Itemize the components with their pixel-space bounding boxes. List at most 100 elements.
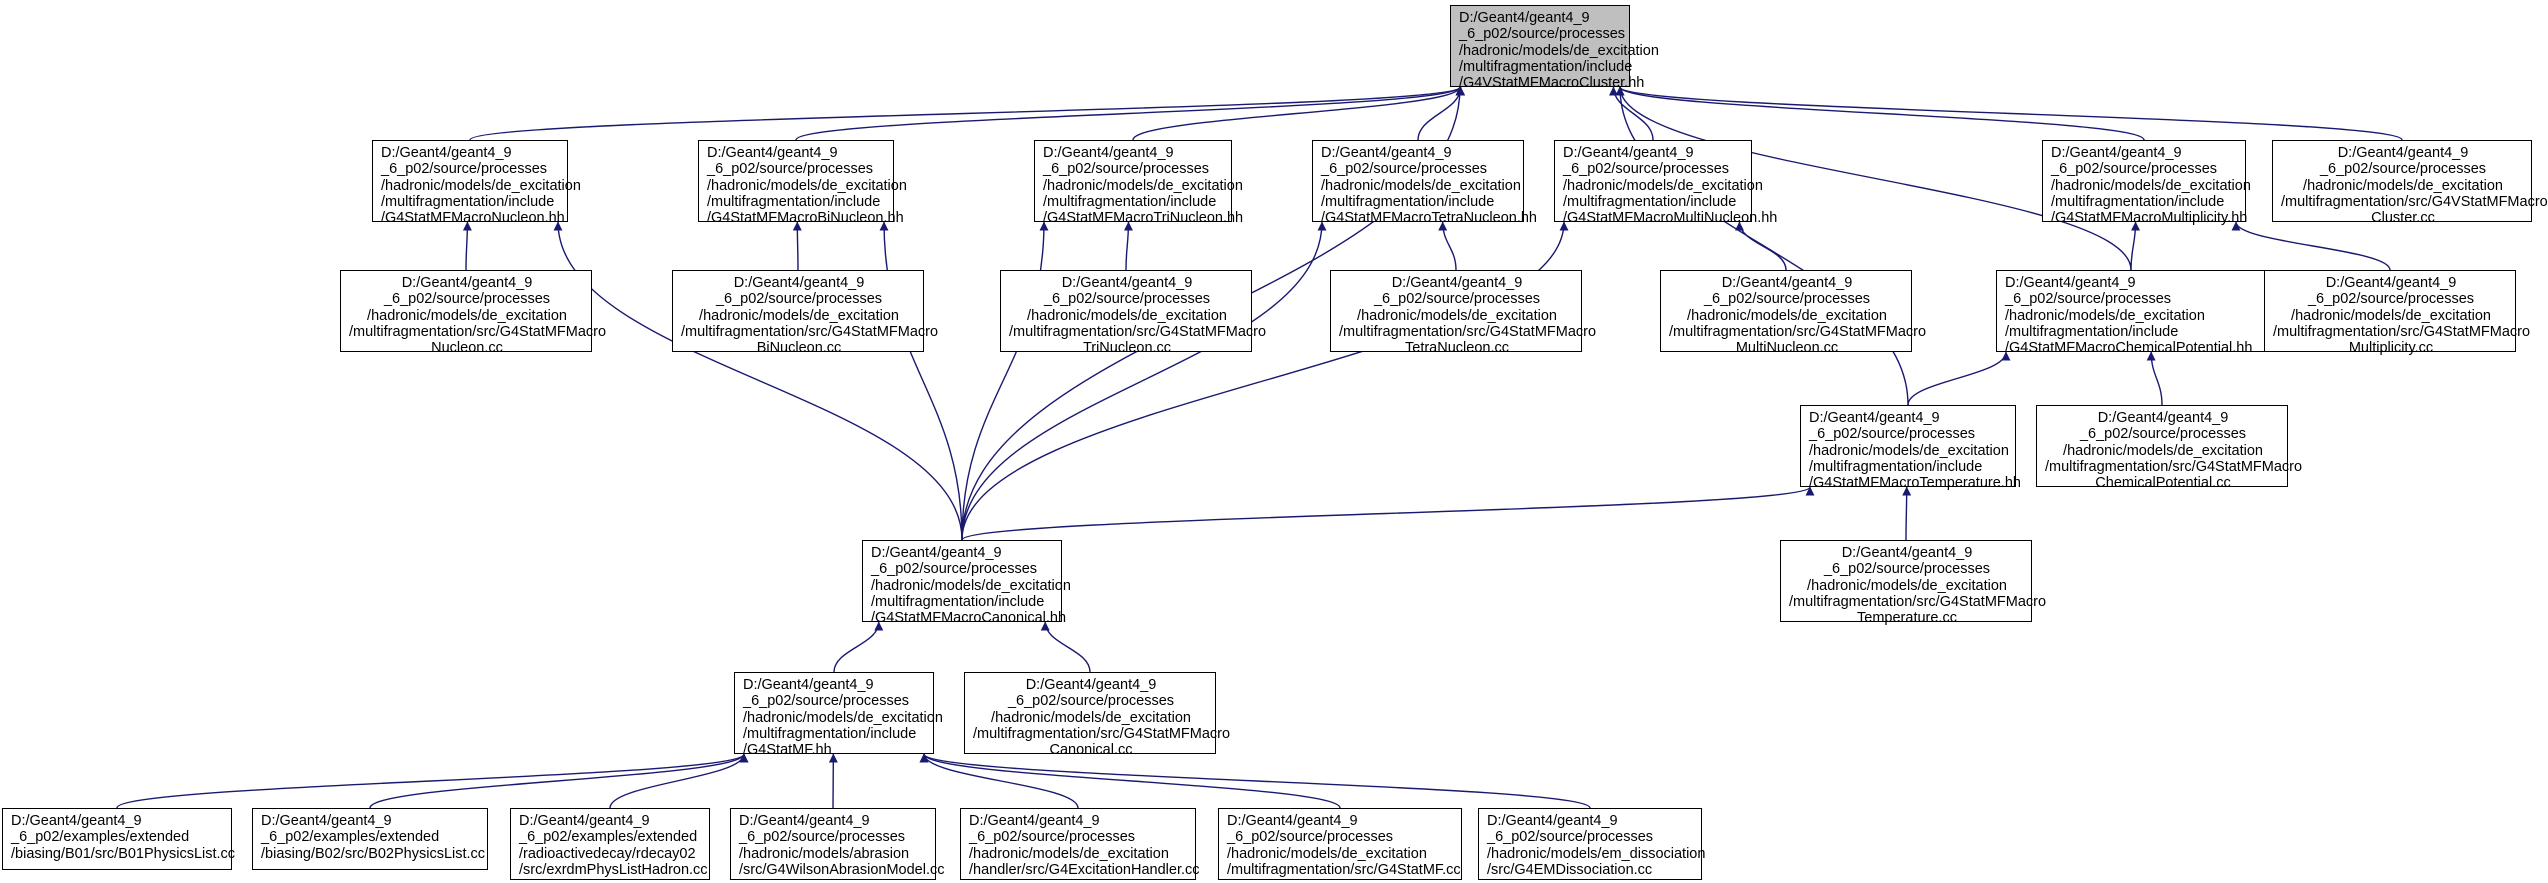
- node-line: /src/G4WilsonAbrasionModel.cc: [739, 861, 945, 878]
- node-line: /hadronic/models/abrasion: [739, 845, 910, 862]
- node-line: /hadronic/models/de_excitation: [2303, 177, 2503, 194]
- node-line: /hadronic/models/de_excitation: [1563, 177, 1763, 194]
- node-g4statmfmacronucleon-cc[interactable]: D:/Geant4/geant4_9_6_p02/source/processe…: [340, 270, 606, 356]
- node-line: /biasing/B02/src/B02PhysicsList.cc: [261, 845, 486, 862]
- edge-binucleon_cc-to-binucleon_hh: [792, 221, 802, 271]
- node-g4statmfmacrochemicalpotential-cc[interactable]: D:/Geant4/geant4_9_6_p02/source/processe…: [2036, 405, 2302, 491]
- node-g4vstatmfmacrocluster-hh[interactable]: D:/Geant4/geant4_9_6_p02/source/processe…: [1450, 5, 1659, 91]
- node-line: D:/Geant4/geant4_9: [2051, 145, 2182, 161]
- node-line: D:/Geant4/geant4_9: [1809, 410, 1940, 426]
- node-g4vstatmfmacrocluster-cc[interactable]: D:/Geant4/geant4_9_6_p02/source/processe…: [2272, 140, 2548, 226]
- node-line: _6_p02/source/processes: [1227, 829, 1394, 846]
- edge-temperature_cc-to-temperature_hh: [1902, 486, 1912, 541]
- node-g4statmf-hh[interactable]: D:/Geant4/geant4_9_6_p02/source/processe…: [734, 672, 943, 758]
- node-g4statmfmacrobinucleon-hh[interactable]: D:/Geant4/geant4_9_6_p02/source/processe…: [698, 140, 907, 226]
- node-line: _6_p02/examples/extended: [11, 829, 190, 846]
- node-line: /hadronic/models/de_excitation: [2005, 307, 2205, 324]
- node-line: _6_p02/source/processes: [383, 291, 551, 308]
- node-line: /hadronic/models/de_excitation: [699, 307, 899, 324]
- node-line: /multifragmentation/include: [871, 593, 1045, 610]
- node-line: D:/Geant4/geant4_9: [2337, 145, 2469, 161]
- edge-rdecay-to-statmf_hh: [609, 753, 749, 809]
- node-g4statmfmacromultinucleon-hh[interactable]: D:/Geant4/geant4_9_6_p02/source/processe…: [1554, 140, 1777, 226]
- node-line: /G4StatMF.hh: [743, 742, 832, 759]
- node-g4statmfmacrochemicalpotential-hh[interactable]: D:/Geant4/geant4_9_6_p02/source/processe…: [1996, 270, 2266, 356]
- edge-statmf_cc-to-statmf_hh: [919, 753, 1341, 809]
- node-line: /hadronic/models/de_excitation: [1321, 177, 1521, 194]
- node-line: /multifragmentation/src/G4VStatMFMacro: [2281, 193, 2548, 210]
- node-line: /hadronic/models/de_excitation: [2051, 177, 2251, 194]
- node-line: /hadronic/models/de_excitation: [991, 709, 1191, 726]
- node-line: _6_p02/source/processes: [1373, 291, 1541, 308]
- node-line: Canonical.cc: [1049, 742, 1133, 759]
- node-g4statmf-cc[interactable]: D:/Geant4/geant4_9_6_p02/source/processe…: [1218, 808, 1462, 880]
- node-line: _6_p02/examples/extended: [519, 829, 698, 846]
- edge-temperature_hh-to-chempot_hh: [1907, 351, 2011, 406]
- edge-canonical_hh-to-tetranucleon_hh: [961, 221, 1327, 541]
- node-line: /G4StatMFMacroChemicalPotential.hh: [2005, 340, 2253, 357]
- node-g4statmfmacrotemperature-cc[interactable]: D:/Geant4/geant4_9_6_p02/source/processe…: [1780, 540, 2046, 626]
- node-line: /hadronic/models/de_excitation: [2063, 442, 2263, 459]
- node-g4statmfmacrotrinucleon-cc[interactable]: D:/Geant4/geant4_9_6_p02/source/processe…: [1000, 270, 1266, 356]
- node-g4emdissociation-cc[interactable]: D:/Geant4/geant4_9_6_p02/source/processe…: [1478, 808, 1705, 880]
- node-line: /G4StatMFMacroTetraNucleon.hh: [1321, 210, 1537, 227]
- node-line: _6_p02/source/processes: [1043, 161, 1210, 178]
- node-line: /multifragmentation/include: [707, 193, 881, 210]
- node-line: /hadronic/models/de_excitation: [381, 177, 581, 194]
- node-line: /handler/src/G4ExcitationHandler.cc: [969, 861, 1200, 878]
- node-line: /multifragmentation/src/G4StatMFMacro: [973, 725, 1231, 742]
- node-line: /src/G4EMDissociation.cc: [1487, 861, 1653, 878]
- edge-tetranucleon_cc-to-tetranucleon_hh: [1438, 221, 1457, 271]
- edge-b01-to-statmf_hh: [116, 753, 749, 809]
- node-line: D:/Geant4/geant4_9: [733, 275, 865, 291]
- node-line: /multifragmentation/include: [1043, 193, 1217, 210]
- node-g4statmfmacromultiplicity-hh[interactable]: D:/Geant4/geant4_9_6_p02/source/processe…: [2042, 140, 2251, 226]
- node-line: D:/Geant4/geant4_9: [401, 275, 533, 291]
- node-line: D:/Geant4/geant4_9: [1563, 145, 1694, 161]
- node-g4statmfmacronucleon-hh[interactable]: D:/Geant4/geant4_9_6_p02/source/processe…: [372, 140, 581, 226]
- node-g4excitationhandler-cc[interactable]: D:/Geant4/geant4_9_6_p02/source/processe…: [960, 808, 1200, 880]
- node-line: /multifragmentation/src/G4StatMFMacro: [681, 323, 939, 340]
- node-g4statmfmacrocanonical-hh[interactable]: D:/Geant4/geant4_9_6_p02/source/processe…: [862, 540, 1071, 626]
- node-g4statmfmacrotetranucleon-cc[interactable]: D:/Geant4/geant4_9_6_p02/source/processe…: [1330, 270, 1596, 356]
- node-line: _6_p02/source/processes: [969, 829, 1136, 846]
- node-line: /multifragmentation/src/G4StatMFMacro: [1669, 323, 1927, 340]
- node-line: D:/Geant4/geant4_9: [1459, 10, 1590, 26]
- node-b01physicslist-cc[interactable]: D:/Geant4/geant4_9_6_p02/examples/extend…: [2, 808, 235, 870]
- node-g4statmfmacrotrinucleon-hh[interactable]: D:/Geant4/geant4_9_6_p02/source/processe…: [1034, 140, 1243, 226]
- node-g4statmfmacrotemperature-hh[interactable]: D:/Geant4/geant4_9_6_p02/source/processe…: [1800, 405, 2021, 491]
- node-line: /hadronic/models/de_excitation: [1459, 42, 1659, 59]
- edge-emdiss-to-statmf_hh: [919, 753, 1591, 809]
- node-line: _6_p02/source/processes: [2079, 426, 2247, 443]
- edge-multiplicity_cc-to-multiplicity_hh: [2231, 221, 2391, 271]
- node-b02physicslist-cc[interactable]: D:/Geant4/geant4_9_6_p02/examples/extend…: [252, 808, 488, 870]
- node-g4statmfmacrotetranucleon-hh[interactable]: D:/Geant4/geant4_9_6_p02/source/processe…: [1312, 140, 1537, 226]
- node-line: /multifragmentation/include: [1809, 458, 1983, 475]
- node-g4statmfmacrocanonical-cc[interactable]: D:/Geant4/geant4_9_6_p02/source/processe…: [964, 672, 1231, 758]
- node-line: _6_p02/source/processes: [1487, 829, 1654, 846]
- node-exrdmphyslisthadron-cc[interactable]: D:/Geant4/geant4_9_6_p02/examples/extend…: [510, 808, 710, 880]
- node-line: /multifragmentation/include: [2005, 323, 2179, 340]
- node-line: /hadronic/models/de_excitation: [2291, 307, 2491, 324]
- edge-trinucleon_cc-to-trinucleon_hh: [1123, 221, 1133, 271]
- node-line: /hadronic/models/de_excitation: [1687, 307, 1887, 324]
- node-line: _6_p02/source/processes: [2307, 291, 2475, 308]
- node-line: /G4StatMFMacroTriNucleon.hh: [1043, 210, 1244, 227]
- node-g4wilsonabrasionmodel-cc[interactable]: D:/Geant4/geant4_9_6_p02/source/processe…: [730, 808, 945, 880]
- node-line: _6_p02/source/processes: [1563, 161, 1730, 178]
- node-g4statmfmacrobinucleon-cc[interactable]: D:/Geant4/geant4_9_6_p02/source/processe…: [672, 270, 939, 356]
- edge-cluster_cc-to-root: [1615, 86, 2403, 141]
- node-line: /hadronic/models/de_excitation: [969, 845, 1169, 862]
- node-line: _6_p02/source/processes: [1703, 291, 1871, 308]
- node-line: /hadronic/models/de_excitation: [743, 709, 943, 726]
- node-line: _6_p02/source/processes: [1007, 693, 1175, 710]
- edge-multinucleon_cc-to-multinucleon_hh: [1734, 221, 1787, 271]
- node-line: Multiplicity.cc: [2348, 340, 2434, 357]
- node-line: BiNucleon.cc: [756, 340, 842, 357]
- node-line: /G4StatMFMacroTemperature.hh: [1809, 475, 2021, 492]
- node-line: D:/Geant4/geant4_9: [743, 677, 874, 693]
- node-line: /hadronic/models/de_excitation: [1043, 177, 1243, 194]
- node-g4statmfmacromultinucleon-cc[interactable]: D:/Geant4/geant4_9_6_p02/source/processe…: [1660, 270, 1927, 356]
- node-line: Temperature.cc: [1857, 610, 1957, 627]
- node-g4statmfmacromultiplicity-cc[interactable]: D:/Geant4/geant4_9_6_p02/source/processe…: [2264, 270, 2530, 356]
